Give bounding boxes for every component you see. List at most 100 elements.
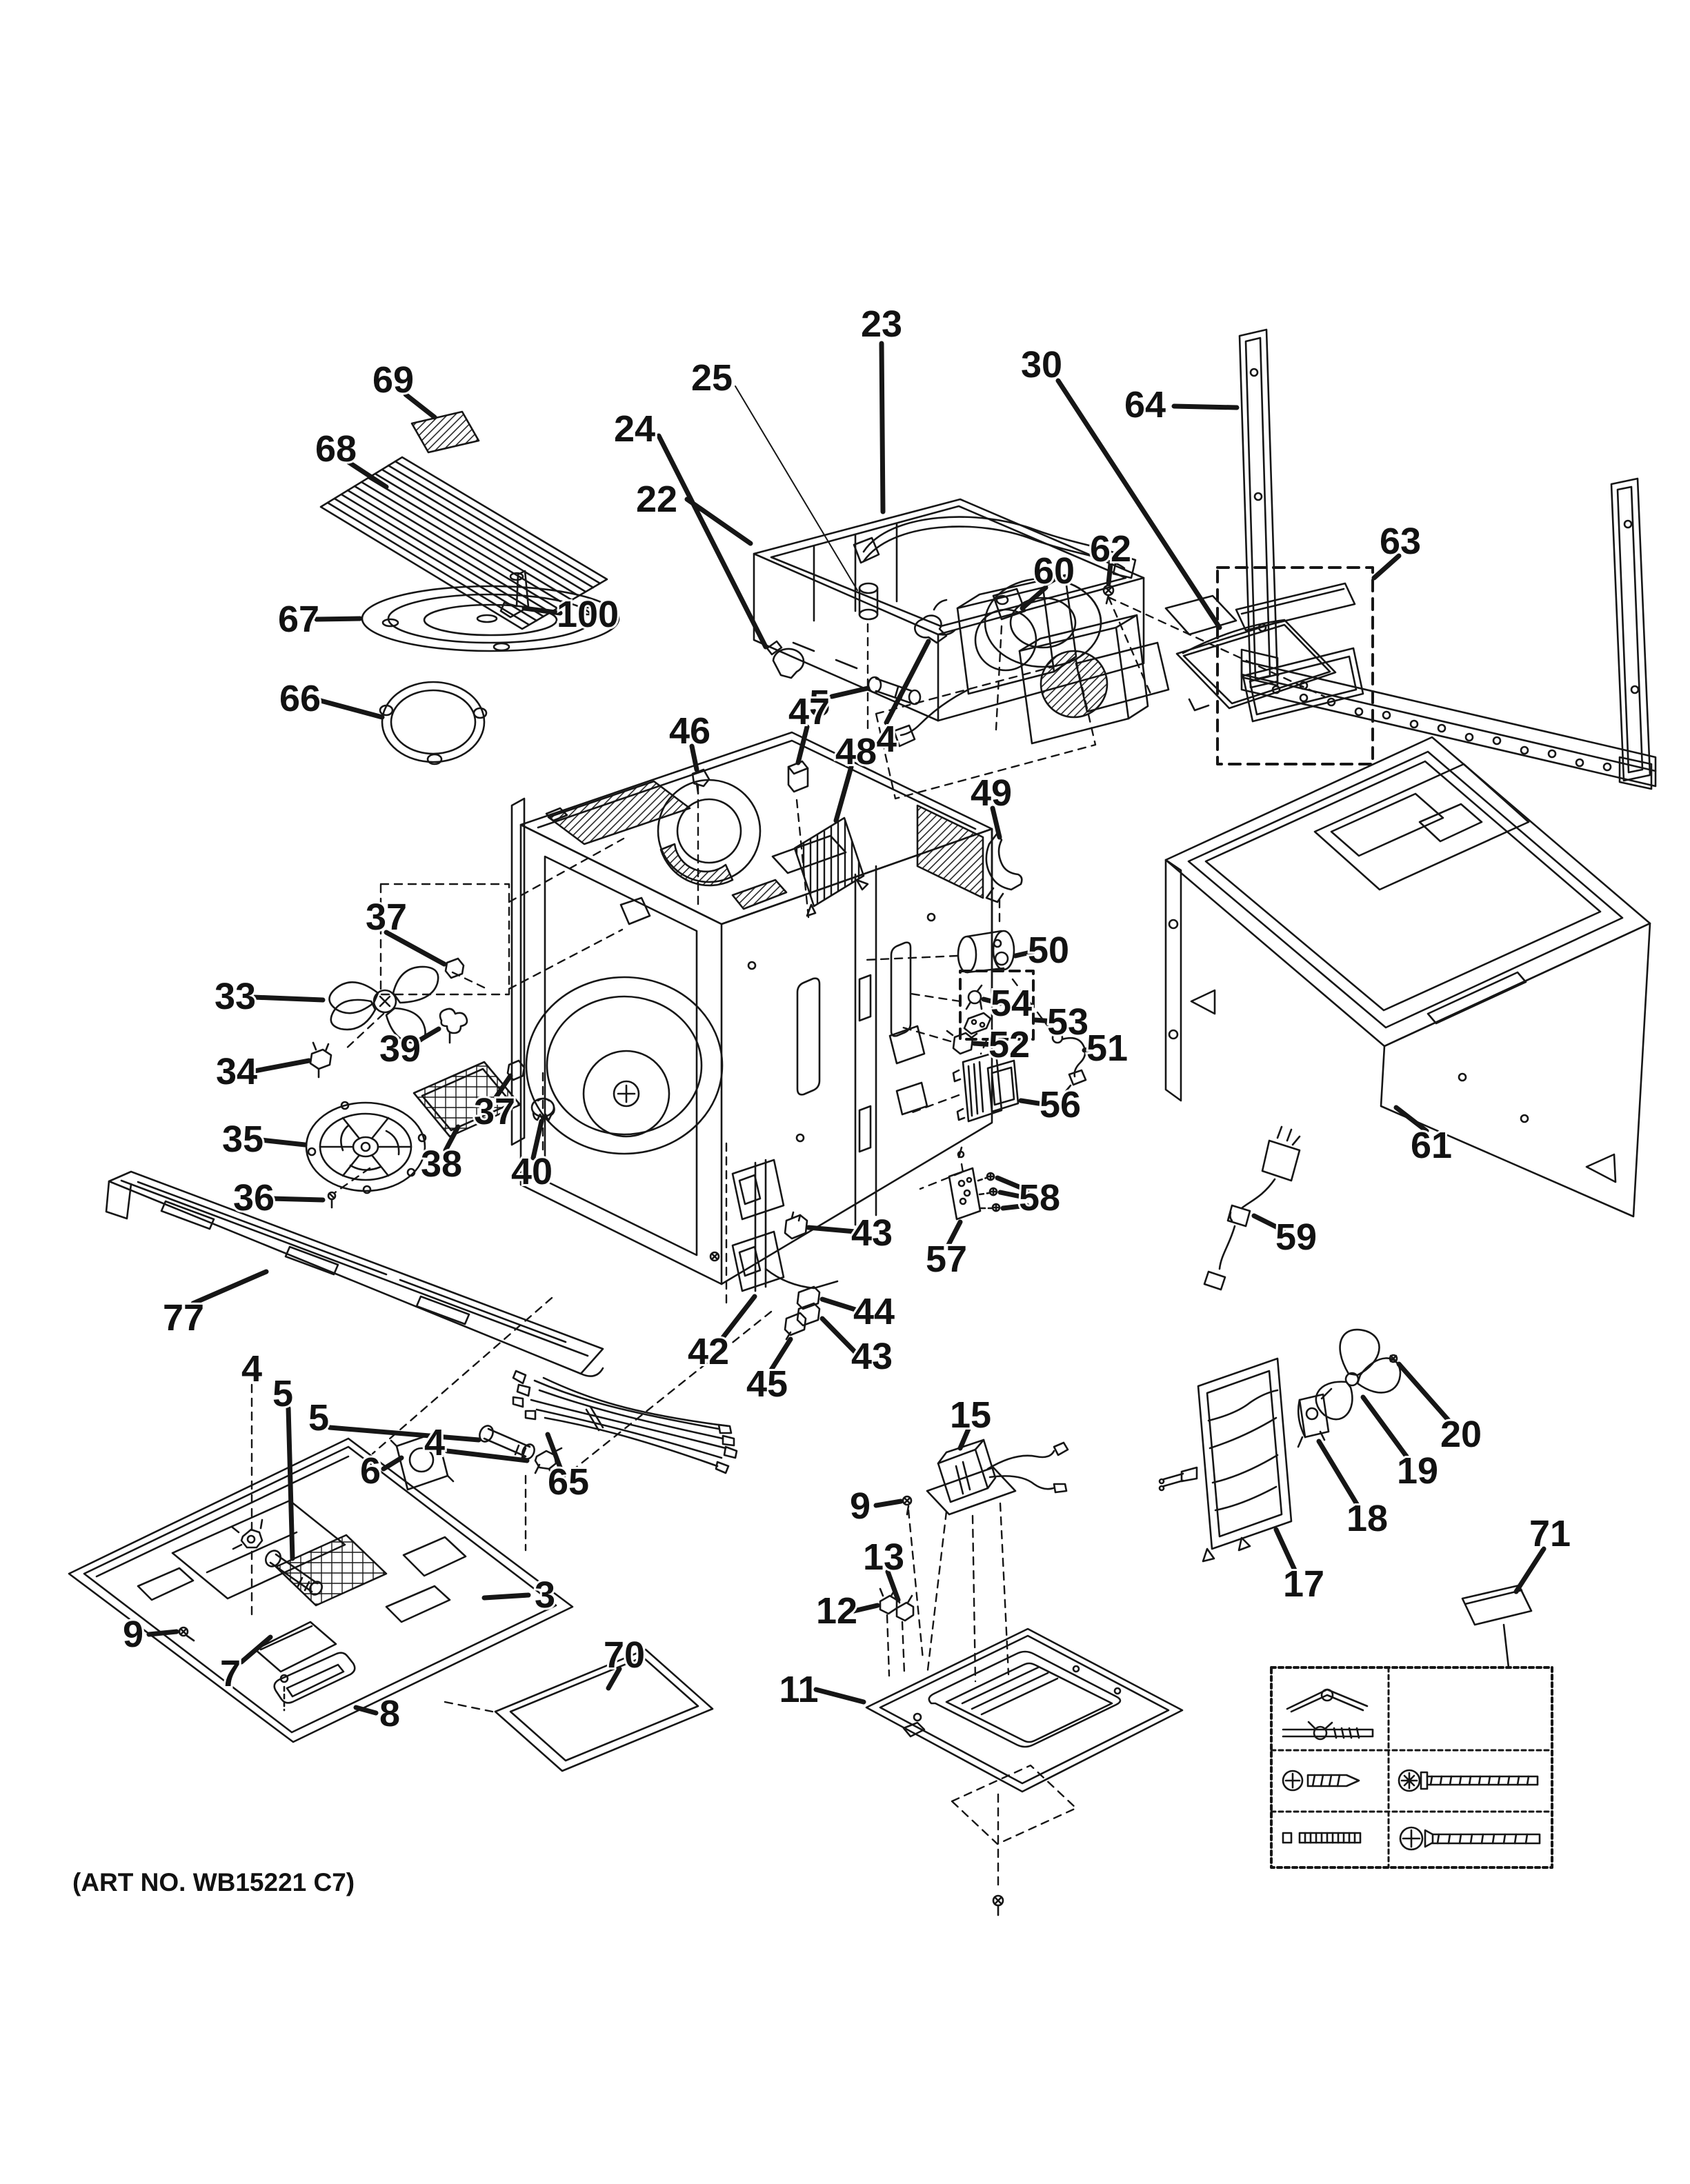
part-label-17: 17 [1283,1563,1324,1605]
part-5-bulb-b [479,1425,535,1460]
part-label-70: 70 [604,1634,645,1676]
part-36-screw [327,1191,337,1209]
part-43-switch-lower [796,1302,821,1327]
part-label-34: 34 [216,1051,257,1092]
part-label-40: 40 [511,1151,553,1192]
part-label-52: 52 [988,1024,1030,1065]
part-label-71: 71 [1529,1513,1571,1554]
part-label-51: 51 [1086,1028,1128,1069]
part-label-4a: 4 [241,1348,262,1390]
part-label-63: 63 [1380,521,1421,562]
part-screw-bottom [992,1894,1004,1916]
part-70-gasket-frame [494,1648,714,1772]
part-label-6: 6 [360,1450,381,1492]
part-53-54-thermostat-kit [959,970,1035,1041]
hardware-table [1270,1666,1553,1869]
part-38-grille-panel [412,1061,521,1138]
part-label-68: 68 [315,428,357,470]
part-label-58: 58 [1019,1177,1060,1219]
part-15-transformer [926,1439,1069,1516]
part-label-50: 50 [1028,930,1069,971]
part-59-power-cord [1203,1125,1301,1291]
part-label-43a: 43 [851,1212,893,1254]
part-label-19: 19 [1397,1450,1438,1492]
part-37-clip-a [444,957,465,979]
part-68-wire-rack [319,456,608,630]
art-number: (ART NO. WB15221 C7) [72,1868,355,1896]
part-63-smoke-eliminator [1216,566,1374,765]
part-label-8: 8 [379,1693,400,1734]
leader-lines [146,341,1547,1716]
part-18-fan-motor [1297,1387,1333,1448]
bolt-icon-long [1398,1769,1539,1792]
part-label-25: 25 [691,357,733,399]
part-label-77: 77 [163,1297,204,1339]
part-34-coupler [309,1041,332,1079]
part-label-9l: 9 [123,1614,143,1655]
part-label-9m: 9 [850,1485,871,1527]
part-label-36: 36 [233,1177,275,1219]
part-50-capacitor [957,930,1015,974]
part-19-fan-blade [1315,1328,1402,1421]
part-label-37b: 37 [474,1091,515,1132]
part-56-transformer [952,1051,1020,1123]
part-label-4t: 4 [876,719,897,760]
part-label-30: 30 [1021,344,1062,385]
part-39-support [439,1008,468,1044]
part-label-5t: 5 [809,683,830,724]
part-42-latch-body [709,1159,839,1292]
part-7-lens-cover [254,1621,337,1673]
part-69-charcoal-filter [410,410,480,454]
part-5-halogen-bulb-top [867,676,922,705]
part-57-switch-board [948,1146,982,1221]
part-label-39: 39 [379,1028,421,1070]
part-label-18: 18 [1346,1498,1388,1539]
part-label-23: 23 [861,303,902,345]
part-8-lamp-bracket [273,1652,356,1712]
part-label-54: 54 [991,983,1032,1024]
part-49-bracket [985,832,1023,903]
oven-cavity-assembly [510,731,993,1285]
part-label-3: 3 [535,1574,555,1616]
part-60-blower-fan [893,574,1149,748]
part-3-bottom-panel [68,1437,574,1743]
part-label-47: 47 [788,691,830,732]
screw-icon-short [1282,1770,1360,1792]
part-51-diode [1051,1032,1087,1094]
part-61-outer-case [1164,736,1651,1218]
part-label-100: 100 [557,594,619,635]
part-71-literature [1461,1584,1533,1669]
part-52-fuse-holder [946,1030,978,1055]
part-11-base-plate [865,1627,1184,1793]
part-label-43b: 43 [851,1336,893,1377]
part-9-screw-left [178,1626,195,1642]
part-label-65: 65 [548,1461,589,1503]
part-label-53: 53 [1047,1001,1088,1043]
part-label-57: 57 [926,1239,967,1280]
part-label-22: 22 [636,479,677,520]
part-label-38: 38 [421,1143,462,1185]
part-label-5a: 5 [272,1373,293,1414]
part-label-15: 15 [950,1394,991,1436]
part-45-switch [784,1312,807,1341]
part-65-wire-harness [512,1370,738,1474]
part-label-42: 42 [688,1331,729,1372]
part-label-64: 64 [1124,384,1166,425]
part-44-switch [796,1285,821,1310]
part-label-60: 60 [1033,550,1075,592]
part-label-61: 61 [1411,1125,1452,1166]
part-label-20: 20 [1440,1414,1482,1455]
part-20-screw [1389,1354,1398,1363]
part-label-67: 67 [278,599,319,640]
part-48-vent-grille [793,817,869,917]
part-label-37a: 37 [366,896,407,938]
part-24-clamp [766,640,805,679]
part-label-35: 35 [222,1119,264,1160]
part-label-11: 11 [779,1669,818,1710]
part-label-44: 44 [853,1291,895,1332]
part-37-clip-b [506,1059,526,1081]
part-47-thermostat [787,760,809,793]
